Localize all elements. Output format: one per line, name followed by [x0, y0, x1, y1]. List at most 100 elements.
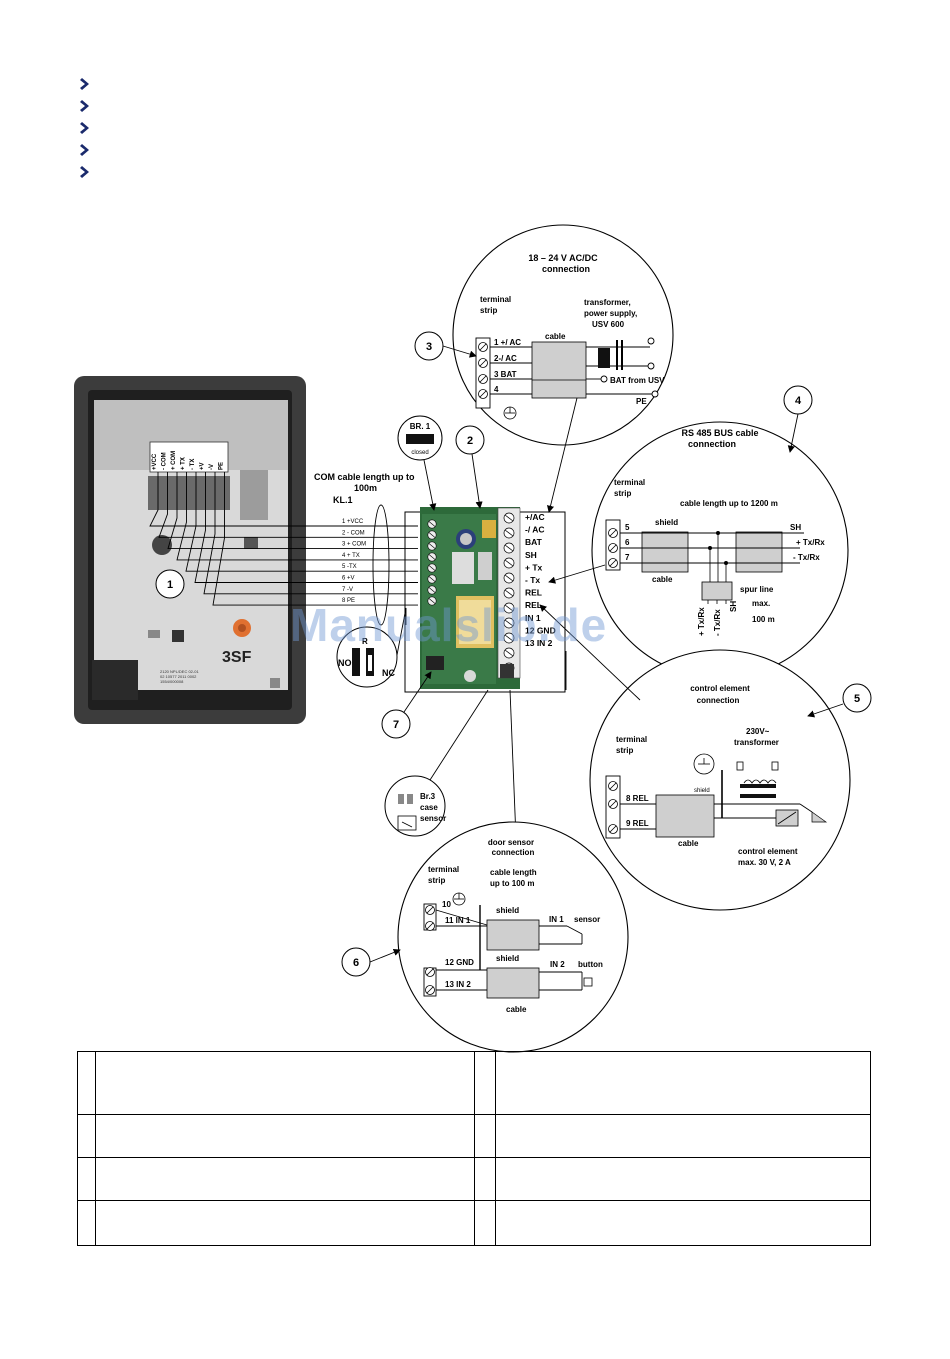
br1-jumper: BR. 1 closed — [397, 415, 443, 461]
legend-cell — [495, 1157, 871, 1201]
svg-text:3 BAT: 3 BAT — [494, 370, 517, 379]
svg-text:2: 2 — [467, 435, 473, 447]
svg-text:sensor: sensor — [574, 915, 600, 924]
module-terminal-label: + Tx — [525, 562, 543, 572]
svg-text:max.: max. — [752, 599, 770, 608]
pcb-label: -V — [209, 464, 215, 470]
svg-text:closed: closed — [411, 450, 428, 456]
legend-cell — [474, 1200, 496, 1246]
svg-text:IN 1: IN 1 — [549, 915, 564, 924]
callout-2: 2 — [455, 425, 485, 455]
svg-text:power supply,: power supply, — [584, 309, 637, 318]
pcb-label: PE — [219, 462, 225, 470]
pcb-label: - TX — [190, 459, 196, 470]
svg-text:connection: connection — [542, 264, 590, 274]
legend-cell — [95, 1114, 475, 1158]
svg-text:up to 100 m: up to 100 m — [490, 879, 534, 888]
legend-cell — [95, 1157, 475, 1201]
svg-text:11 IN 1: 11 IN 1 — [445, 916, 471, 925]
legend-table — [77, 1051, 871, 1246]
com-wire — [167, 472, 418, 550]
pcb-label: +V — [200, 462, 206, 470]
legend-cell — [474, 1114, 496, 1158]
svg-text:4: 4 — [795, 395, 802, 407]
svg-text:case: case — [420, 803, 438, 812]
control-module — [404, 507, 566, 693]
svg-text:NO: NO — [338, 658, 352, 668]
callout-3: 3 — [414, 331, 444, 361]
com-wire — [176, 472, 418, 561]
svg-text:NC: NC — [382, 668, 395, 678]
com-terminal-label: 4 + TX — [342, 553, 360, 559]
legend-cell — [77, 1114, 96, 1158]
svg-text:cable: cable — [545, 332, 566, 341]
svg-text:6: 6 — [353, 957, 359, 969]
svg-text:10: 10 — [442, 900, 451, 909]
legend-cell — [95, 1051, 475, 1115]
svg-text:terminal: terminal — [614, 478, 645, 487]
svg-text:Br.3: Br.3 — [420, 792, 436, 801]
legend-cell — [495, 1200, 871, 1246]
callout-4: 4 — [783, 385, 813, 415]
svg-text:5: 5 — [625, 523, 630, 532]
door-sensor-circle: door sensor connection terminal strip ca… — [397, 821, 629, 1053]
chevron-icon — [80, 78, 89, 90]
power-connection-circle: 18 – 24 V AC/DC connection terminal stri… — [452, 224, 674, 446]
svg-text:transformer,: transformer, — [584, 298, 631, 307]
svg-text:shield: shield — [694, 788, 710, 794]
pcb-label: + COM — [171, 451, 177, 470]
module-terminal-label: - Tx — [525, 575, 540, 585]
svg-text:connection: connection — [688, 439, 736, 449]
svg-text:IN 2: IN 2 — [550, 960, 565, 969]
svg-text:sensor: sensor — [420, 814, 446, 823]
legend-cell — [474, 1157, 496, 1201]
chevron-icon — [80, 122, 89, 134]
module-terminal-label: +/AC — [525, 512, 545, 522]
module-terminal-label: BAT — [525, 537, 543, 547]
com-cable-title: COM cable length up to — [314, 472, 415, 482]
svg-text:connection: connection — [492, 848, 535, 857]
svg-text:4: 4 — [494, 385, 499, 394]
svg-text:BR. 1: BR. 1 — [410, 422, 431, 431]
com-wire — [185, 472, 418, 572]
svg-text:shield: shield — [655, 518, 678, 527]
legend-cell — [77, 1200, 96, 1246]
svg-text:strip: strip — [428, 876, 445, 885]
svg-text:7: 7 — [393, 719, 399, 731]
svg-text:PE: PE — [636, 397, 647, 406]
module-terminal-label: 13 IN 2 — [525, 638, 553, 648]
svg-text:R: R — [362, 637, 368, 646]
svg-text:230V~: 230V~ — [746, 727, 770, 736]
svg-text:5: 5 — [854, 693, 860, 705]
kl1-label: KL.1 — [333, 495, 353, 505]
svg-text:SH: SH — [790, 523, 801, 532]
svg-text:shield: shield — [496, 954, 519, 963]
svg-text:9 REL: 9 REL — [626, 819, 649, 828]
com-wire — [194, 472, 418, 583]
chevron-icon — [80, 144, 89, 156]
svg-text:strip: strip — [616, 746, 633, 755]
svg-text:BAT from USV: BAT from USV — [610, 376, 665, 385]
svg-text:2-/ AC: 2-/ AC — [494, 354, 517, 363]
svg-text:shield: shield — [496, 906, 519, 915]
control-element-circle: control element connection terminal stri… — [589, 649, 851, 911]
pcb-label: +VCC — [152, 453, 158, 470]
svg-text:- Tx/Rx: - Tx/Rx — [713, 609, 722, 636]
svg-text:1 +/ AC: 1 +/ AC — [494, 338, 521, 347]
callout-6: 6 — [341, 947, 371, 977]
svg-text:12 GND: 12 GND — [445, 958, 474, 967]
callout-1: 1 — [155, 569, 185, 599]
legend-cell — [77, 1157, 96, 1201]
com-wire — [212, 472, 418, 606]
com-wire — [158, 472, 418, 538]
svg-text:USV 600: USV 600 — [592, 320, 625, 329]
svg-text:SH: SH — [729, 601, 738, 612]
chevron-icon — [80, 100, 89, 112]
svg-text:control element: control element — [690, 684, 750, 693]
svg-text:7: 7 — [625, 553, 630, 562]
svg-text:100 m: 100 m — [752, 615, 775, 624]
svg-text:+ Tx/Rx: + Tx/Rx — [796, 538, 825, 547]
svg-text:strip: strip — [614, 489, 631, 498]
